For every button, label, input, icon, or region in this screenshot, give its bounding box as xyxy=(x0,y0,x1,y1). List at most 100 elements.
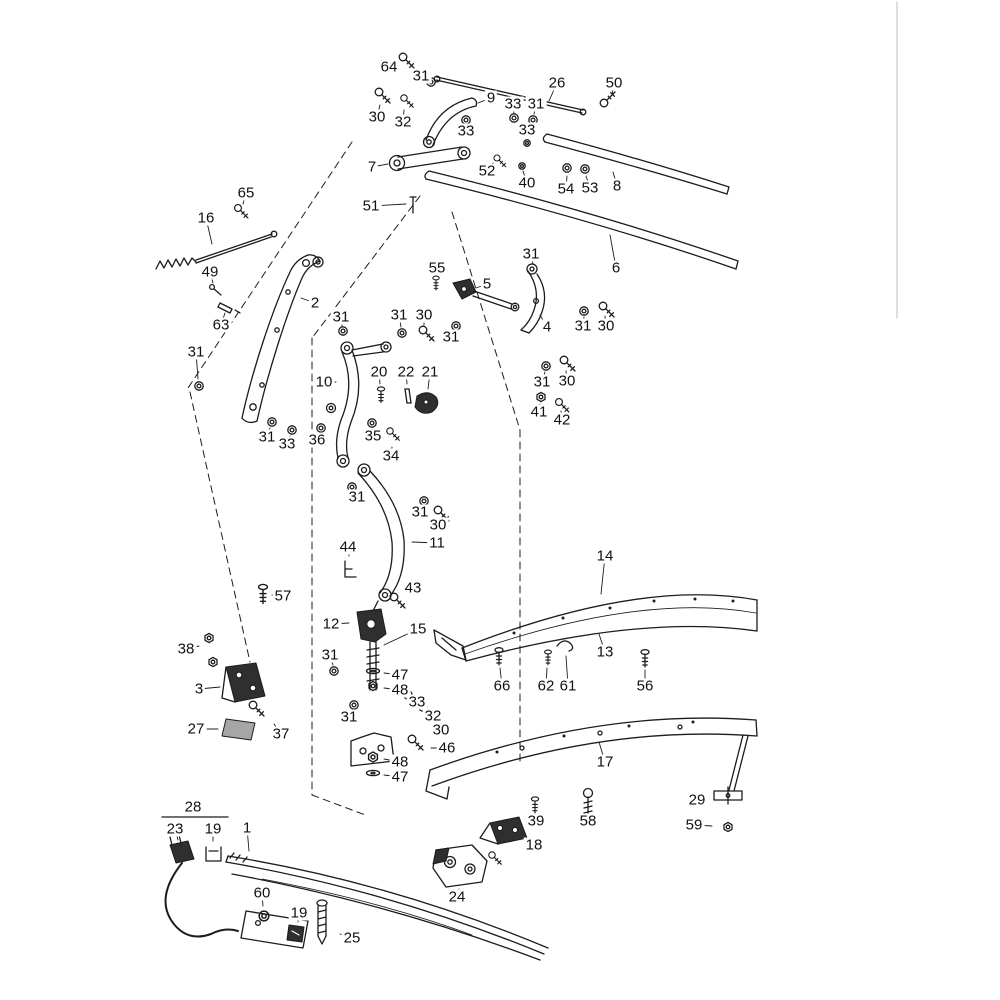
part-label-13: 13 xyxy=(594,643,616,661)
part-label-31: 31 xyxy=(338,708,360,726)
part-label-44: 44 xyxy=(337,538,359,556)
part-label-34: 34 xyxy=(380,447,402,465)
part-label-31: 31 xyxy=(388,306,410,324)
part-label-29: 29 xyxy=(686,791,708,809)
rail-14-13 xyxy=(433,594,758,668)
part-label-9: 9 xyxy=(484,89,498,107)
part-label-30: 30 xyxy=(595,317,617,335)
part-label-19: 19 xyxy=(202,820,224,838)
part-label-14: 14 xyxy=(594,547,616,565)
part-label-33: 33 xyxy=(502,95,524,113)
part-label-33: 33 xyxy=(276,435,298,453)
part-label-40: 40 xyxy=(516,174,538,192)
part-label-1: 1 xyxy=(240,819,254,837)
part-label-21: 21 xyxy=(419,363,441,381)
part-label-28: 28 xyxy=(182,798,204,816)
construction-lines xyxy=(187,141,521,817)
part-label-24: 24 xyxy=(446,888,468,906)
frame-member-2 xyxy=(194,254,324,435)
part-label-53: 53 xyxy=(579,179,601,197)
part-label-36: 36 xyxy=(306,431,328,449)
part-label-55: 55 xyxy=(426,259,448,277)
part-label-8: 8 xyxy=(610,177,624,195)
part-label-58: 58 xyxy=(577,812,599,830)
part-label-31: 31 xyxy=(531,373,553,391)
part-label-31: 31 xyxy=(185,343,207,361)
part-label-42: 42 xyxy=(551,411,573,429)
part-label-10: 10 xyxy=(313,373,335,391)
part-label-47: 47 xyxy=(389,666,411,684)
part-label-30: 30 xyxy=(427,516,449,534)
part-label-52: 52 xyxy=(476,162,498,180)
part-label-32: 32 xyxy=(392,113,414,131)
clevis-12-rod-15 xyxy=(329,600,447,777)
part-label-59: 59 xyxy=(683,816,705,834)
seal-23-group xyxy=(161,816,309,949)
part-label-31: 31 xyxy=(256,428,278,446)
part-label-23: 23 xyxy=(164,820,186,838)
part-label-56: 56 xyxy=(634,677,656,695)
part-label-4: 4 xyxy=(540,318,554,336)
part-label-37: 37 xyxy=(270,725,292,743)
part-label-26: 26 xyxy=(546,74,568,92)
hinge-18-cluster xyxy=(479,787,594,845)
part-label-31: 31 xyxy=(410,67,432,85)
part-label-19: 19 xyxy=(288,904,310,922)
part-label-3: 3 xyxy=(192,680,206,698)
link-10-cluster xyxy=(316,326,439,468)
part-label-20: 20 xyxy=(368,363,390,381)
link-11 xyxy=(344,463,450,609)
part-label-31: 31 xyxy=(572,317,594,335)
part-label-31: 31 xyxy=(440,328,462,346)
part-label-46: 46 xyxy=(436,739,458,757)
part-label-31: 31 xyxy=(319,646,341,664)
part-label-31: 31 xyxy=(525,95,547,113)
part-label-18: 18 xyxy=(523,836,545,854)
part-label-47: 47 xyxy=(389,768,411,786)
part-label-48: 48 xyxy=(389,753,411,771)
part-label-63: 63 xyxy=(210,316,232,334)
rail-17 xyxy=(425,717,758,833)
part-label-16: 16 xyxy=(195,209,217,227)
part-label-60: 60 xyxy=(251,884,273,902)
part-label-62: 62 xyxy=(535,677,557,695)
part-label-61: 61 xyxy=(557,677,579,695)
links-4-and-5 xyxy=(397,263,615,413)
part-label-49: 49 xyxy=(199,263,221,281)
part-label-33: 33 xyxy=(406,693,428,711)
part-label-12: 12 xyxy=(320,615,342,633)
part-label-31: 31 xyxy=(520,245,542,263)
part-label-2: 2 xyxy=(308,294,322,312)
part-label-7: 7 xyxy=(365,158,379,176)
part-label-31: 31 xyxy=(346,488,368,506)
part-label-33: 33 xyxy=(455,122,477,140)
part-label-30: 30 xyxy=(366,108,388,126)
part-label-50: 50 xyxy=(603,74,625,92)
part-label-41: 41 xyxy=(528,403,550,421)
part-label-31: 31 xyxy=(330,308,352,326)
part-label-27: 27 xyxy=(185,720,207,738)
part-label-11: 11 xyxy=(427,534,447,552)
part-label-65: 65 xyxy=(235,184,257,202)
part-label-43: 43 xyxy=(402,579,424,597)
header-bar-1 xyxy=(225,852,549,961)
part-label-39: 39 xyxy=(525,812,547,830)
part-label-5: 5 xyxy=(480,275,494,293)
part-label-48: 48 xyxy=(389,681,411,699)
part-label-64: 64 xyxy=(378,58,400,76)
part-label-17: 17 xyxy=(594,753,616,771)
part-label-30: 30 xyxy=(413,306,435,324)
part-label-31: 31 xyxy=(409,503,431,521)
part-label-30: 30 xyxy=(556,372,578,390)
part-label-57: 57 xyxy=(272,587,294,605)
part-label-54: 54 xyxy=(555,180,577,198)
cable-assembly-16 xyxy=(155,203,278,314)
part-label-15: 15 xyxy=(407,620,429,638)
part-label-38: 38 xyxy=(175,640,197,658)
part-label-30: 30 xyxy=(430,721,452,739)
latch-24-cluster xyxy=(316,844,502,945)
part-label-32: 32 xyxy=(422,707,444,725)
part-label-66: 66 xyxy=(491,677,513,695)
